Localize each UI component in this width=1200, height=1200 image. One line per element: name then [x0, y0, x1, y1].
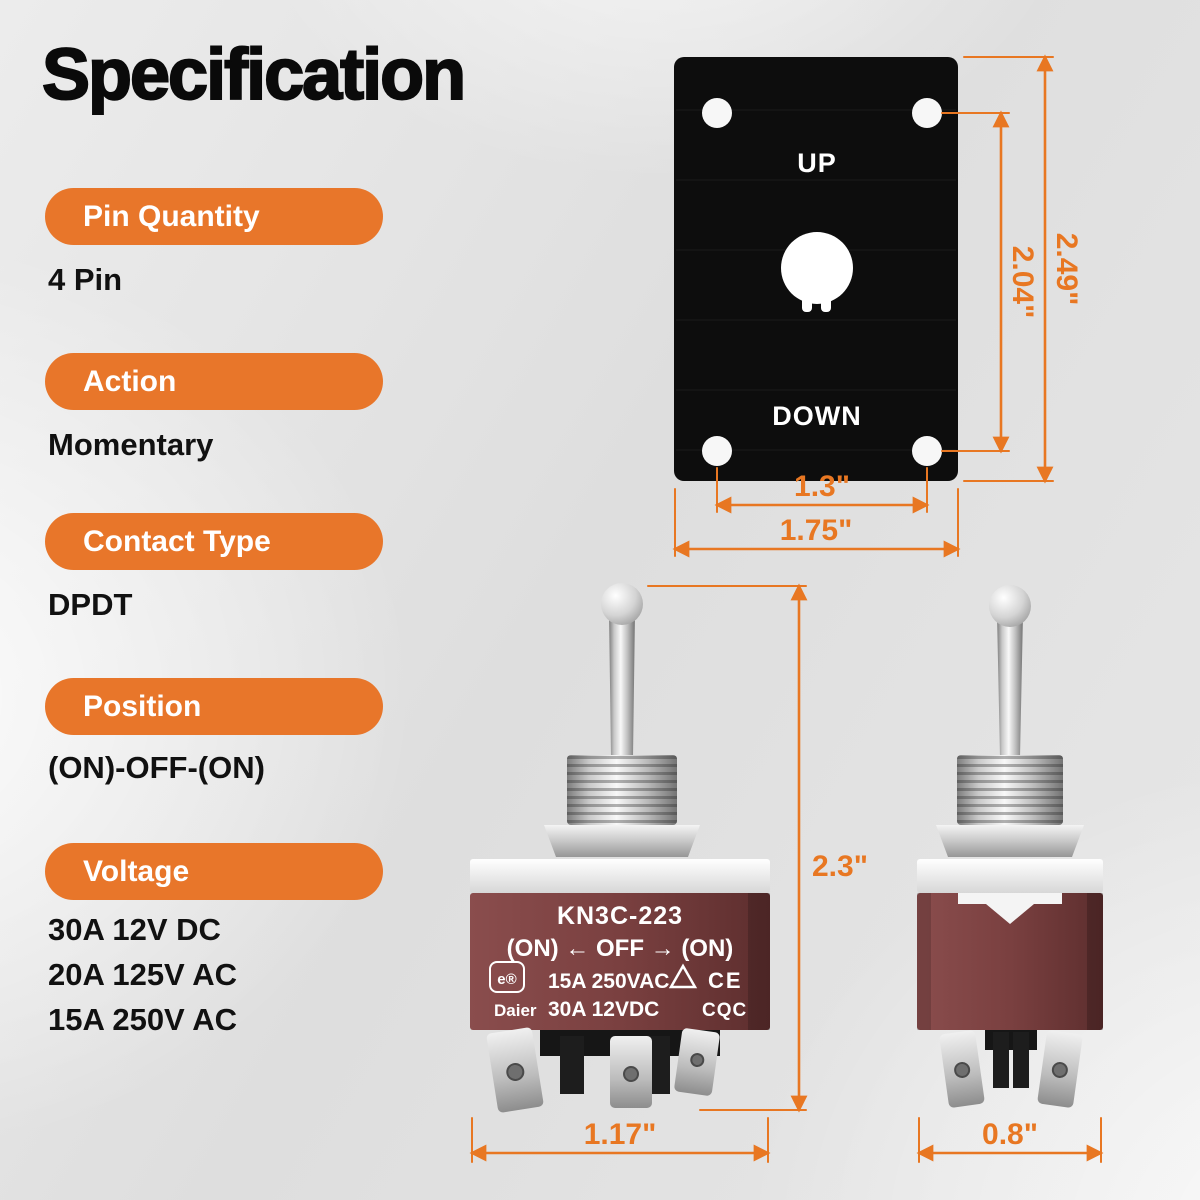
side-view-dimensions: 0.8" — [916, 1117, 1104, 1163]
spec-value-action: Momentary — [48, 427, 214, 462]
dim-label-switch-height: 2.3" — [812, 850, 868, 883]
spec-value-pin-quantity: 4 Pin — [48, 262, 123, 297]
dim-label-inner-width: 1.3" — [794, 470, 850, 503]
switch-body — [917, 893, 1103, 1030]
plate-dimensions: 2.04" 2.49" 1.3" 1.75" — [672, 54, 1083, 558]
spade-terminal-right — [674, 1028, 720, 1096]
switch-top-cap — [470, 859, 770, 893]
terminals-side — [939, 1030, 1083, 1108]
spade-terminal-right — [1037, 1030, 1083, 1108]
keyway-tab-left — [802, 297, 812, 312]
cqc-mark: CQC — [702, 1000, 747, 1021]
terminal-hole — [506, 1062, 525, 1081]
terminal-hole — [690, 1053, 705, 1068]
dim-label-outer-height: 2.49" — [1050, 233, 1083, 306]
switch-top-cap — [917, 859, 1103, 893]
position-markings: (ON) ← OFF → (ON) — [507, 935, 734, 962]
dim-label-inner-height: 2.04" — [1006, 246, 1039, 319]
lever-ball — [601, 583, 643, 625]
spec-value-contact-type: DPDT — [48, 587, 133, 622]
toggle-mount-hole — [781, 232, 853, 304]
dim-label-side-width: 0.8" — [982, 1118, 1038, 1151]
toggle-switch-side-view — [917, 585, 1103, 1108]
rating-dc: 30A 12VDC — [548, 998, 659, 1021]
body-edge-shadow — [1087, 893, 1103, 1030]
page-title: Specification — [41, 34, 467, 116]
spec-value-voltage-2: 20A 125V AC — [48, 957, 237, 992]
warning-triangle-icon — [668, 963, 698, 989]
terminal-pin-dark — [560, 1036, 584, 1094]
terminal-base — [985, 1030, 1037, 1050]
body-edge-shadow — [917, 893, 931, 1030]
dim-label-outer-width: 1.75" — [780, 514, 853, 547]
hex-nut — [544, 825, 700, 857]
mounting-plate: UP DOWN — [674, 57, 958, 481]
thread-ridges — [957, 755, 1063, 825]
lever-stem — [997, 614, 1023, 757]
body-edge-shadow — [748, 893, 770, 1030]
thread-ridges — [567, 755, 677, 825]
mounting-clip — [958, 893, 1062, 924]
screw-hole-bottom-left — [702, 436, 732, 466]
spade-terminal-left — [939, 1030, 985, 1108]
spec-value-voltage-1: 30A 12V DC — [48, 912, 221, 947]
brand-label: Daier — [494, 1001, 537, 1020]
spec-value-voltage-3: 15A 250V AC — [48, 1002, 237, 1037]
spec-value-position: (ON)-OFF-(ON) — [48, 750, 265, 785]
switch-body — [470, 893, 770, 1030]
hex-nut — [936, 825, 1084, 857]
e-mark-icon — [489, 961, 525, 993]
plate-down-label: DOWN — [772, 401, 861, 431]
spec-label-pin-quantity: Pin Quantity — [45, 188, 383, 245]
ce-mark: CE — [708, 968, 743, 993]
plate-up-label: UP — [797, 148, 837, 178]
spec-label-voltage: Voltage — [45, 843, 383, 900]
screw-hole-top-right — [912, 98, 942, 128]
terminals-front — [486, 1027, 720, 1113]
spec-label-contact-type: Contact Type — [45, 513, 383, 570]
dim-label-front-width: 1.17" — [584, 1118, 657, 1151]
screw-hole-bottom-right — [912, 436, 942, 466]
lever-ball — [989, 585, 1031, 627]
screw-hole-top-left — [702, 98, 732, 128]
spade-terminal-left — [486, 1027, 544, 1113]
spec-label-action: Action — [45, 353, 383, 410]
terminal-hole — [954, 1061, 971, 1078]
toggle-switch-front-view: KN3C-223 (ON) ← OFF → (ON) e® 15A 250VAC… — [470, 583, 770, 1113]
spade-terminal-center — [610, 1036, 652, 1108]
front-view-dimensions: 2.3" 1.17" — [469, 583, 868, 1163]
spec-label-position: Position — [45, 678, 383, 735]
terminal-hole — [1051, 1061, 1068, 1078]
terminal-pin-dark — [1013, 1032, 1029, 1088]
e-mark-label: e® — [497, 971, 516, 988]
model-number: KN3C-223 — [557, 902, 683, 930]
terminal-pin-dark — [993, 1032, 1009, 1088]
lever-stem — [609, 612, 635, 757]
rating-ac: 15A 250VAC — [548, 970, 669, 993]
keyway-tab-right — [821, 297, 831, 312]
terminal-hole — [623, 1066, 639, 1082]
